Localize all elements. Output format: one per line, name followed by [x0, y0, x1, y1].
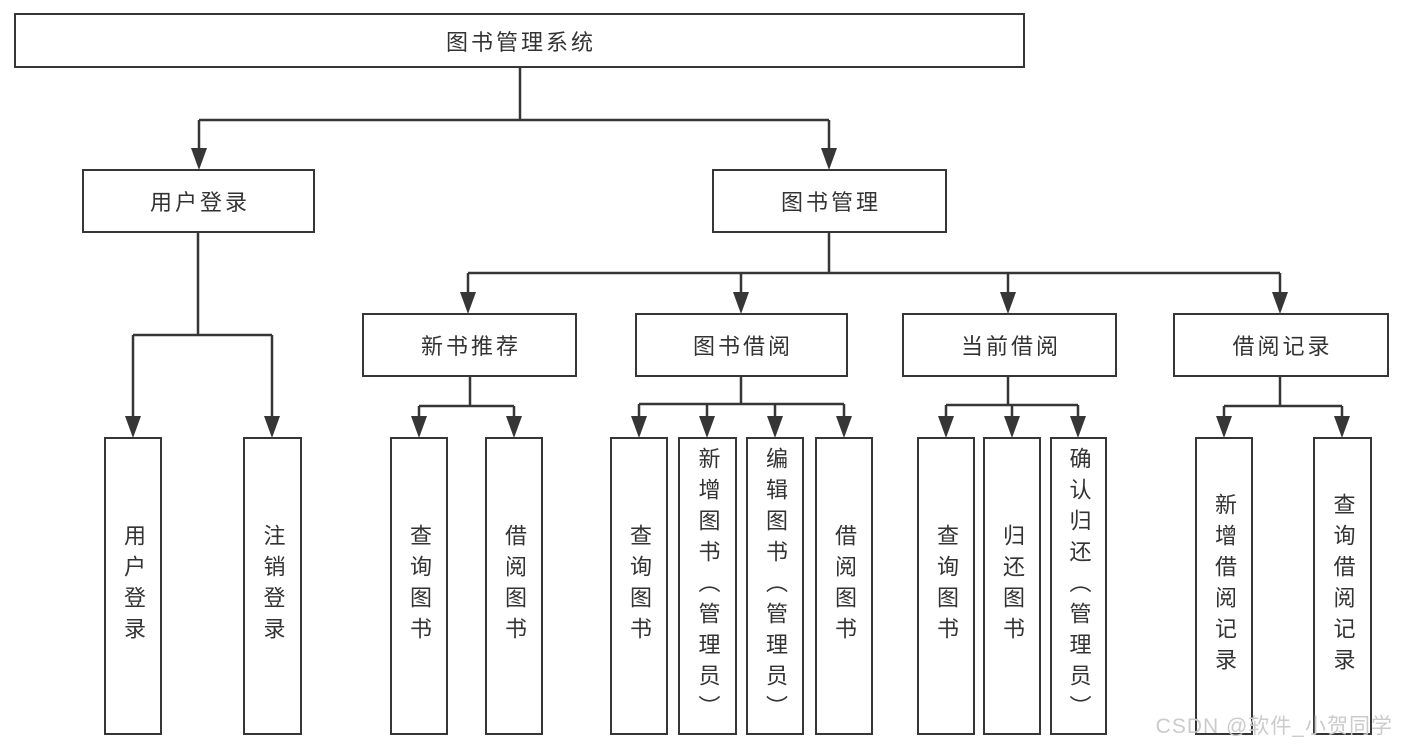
node-book-management: 图书管理: [712, 169, 947, 233]
leaf-add-borrow-record: 新增借阅记录: [1195, 437, 1253, 735]
leaf-query-books-borrowing: 查询图书: [610, 437, 668, 735]
leaf-query-books-current: 查询图书: [917, 437, 975, 735]
arrowheads: [125, 148, 1350, 438]
node-book-borrowing: 图书借阅: [635, 313, 848, 377]
leaf-borrow-books: 借阅图书: [815, 437, 873, 735]
leaf-logout: 注销登录: [243, 437, 302, 735]
node-user-login: 用户登录: [82, 169, 315, 233]
leaf-borrow-books-recommend: 借阅图书: [485, 437, 543, 735]
leaf-confirm-return-admin: 确认归还（管理员）: [1050, 437, 1107, 735]
node-root-system: 图书管理系统: [14, 13, 1025, 68]
leaf-return-books: 归还图书: [983, 437, 1041, 735]
node-new-book-recommendation: 新书推荐: [362, 313, 577, 377]
leaf-edit-books-admin: 编辑图书（管理员）: [746, 437, 804, 735]
leaf-query-books-recommend: 查询图书: [390, 437, 448, 735]
node-current-borrowing: 当前借阅: [902, 313, 1117, 377]
leaf-query-borrow-record: 查询借阅记录: [1313, 437, 1372, 735]
leaf-add-books-admin: 新增图书（管理员）: [678, 437, 737, 735]
leaf-user-login: 用户登录: [104, 437, 162, 735]
node-borrowing-records: 借阅记录: [1173, 313, 1389, 377]
csdn-watermark: CSDN @软件_小贺同学: [1155, 715, 1393, 738]
